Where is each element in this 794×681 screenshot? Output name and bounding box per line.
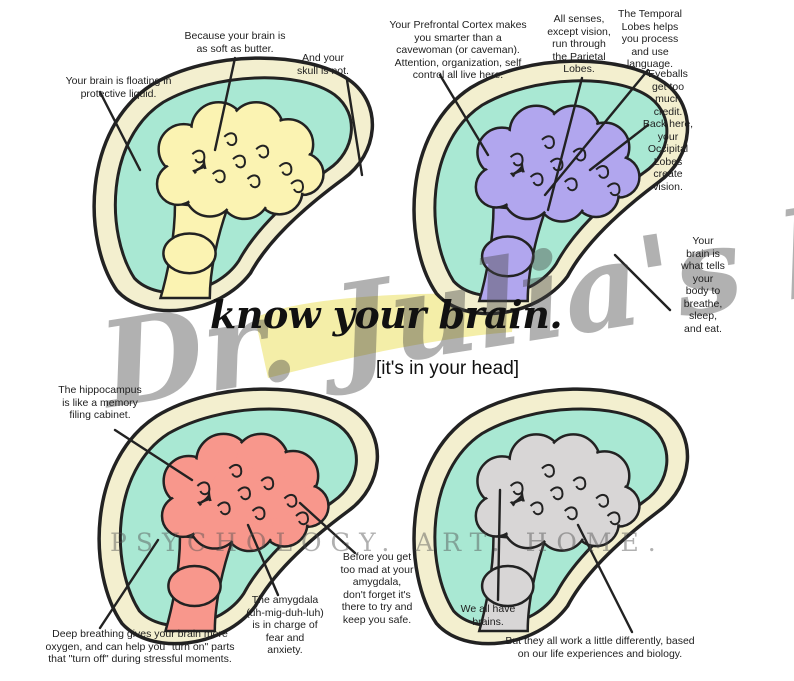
label-skull-not: And your skull is not. [297, 52, 349, 77]
brain-fold [509, 481, 524, 496]
brain-fold [529, 501, 544, 516]
cerebrum [155, 101, 325, 221]
subtitle: [it's in your head] [376, 358, 520, 379]
cerebellum [480, 564, 535, 608]
label-amygdala: The amygdala (uh-mig-duh-luh) is in char… [246, 594, 324, 656]
title-highlight [255, 293, 515, 378]
pointer-prefrontal [438, 73, 490, 157]
label-amygdala-safe: Before you get too mad at your amygdala,… [340, 551, 414, 626]
brain-fold [251, 506, 266, 521]
brain-fold [606, 511, 621, 526]
brain-fold [260, 476, 275, 491]
pointer-butter [213, 56, 237, 152]
cerebellum [480, 235, 535, 278]
cerebellum [162, 232, 217, 275]
brain-fold [595, 493, 610, 508]
label-hippocampus: The hippocampus is like a memory filing … [58, 384, 142, 421]
brain-fill [164, 497, 202, 535]
brain-fold [509, 152, 524, 167]
label-work-differently: But they all work a little differently, … [505, 635, 695, 660]
label-deep-breathing: Deep breathing gives your brain more oxy… [45, 628, 235, 665]
brain-fold [529, 172, 544, 187]
brain-fold [290, 179, 305, 194]
label-protective-liquid: Your brain is floating in protective liq… [65, 75, 172, 100]
label-prefrontal-cortex: Your Prefrontal Cortex makes you smarter… [389, 19, 527, 81]
pointer-amygdala [246, 523, 280, 597]
brain-fold [232, 154, 247, 169]
brain-fill [159, 165, 197, 203]
pointer-liquid [98, 90, 142, 172]
label-occipital-lobes: Eyeballs get too much credit. Back here,… [642, 68, 694, 193]
brain-fold [211, 169, 226, 184]
brain-fold [295, 511, 310, 526]
brain-fold [572, 147, 587, 162]
pointer-deep-breathing [98, 538, 160, 630]
label-soft-as-butter: Because your brain is as soft as butter. [184, 30, 286, 55]
brain-fold [606, 182, 621, 197]
brain-fold [564, 177, 578, 192]
cerebellum [167, 564, 222, 608]
pointer-hippocampus [113, 428, 194, 482]
brain-fold [278, 162, 293, 176]
panel-yellow-brain [92, 56, 374, 313]
brain-fill [478, 497, 515, 535]
pointer-occipital [588, 123, 650, 172]
pointer-brain-stem [613, 253, 672, 312]
brain-fold [541, 135, 555, 149]
brain-fold [549, 157, 564, 172]
pointer-work-differently [576, 523, 634, 634]
brain-fold [564, 506, 578, 521]
brain-fold [196, 481, 211, 496]
brain-fold [216, 501, 231, 516]
brain-fold [237, 486, 252, 501]
brain-fold [246, 174, 261, 189]
brain-fold [228, 463, 243, 478]
pointer-temporal [543, 68, 650, 197]
pointer-skull [345, 78, 364, 177]
brain-fold [595, 165, 610, 179]
panel-gray-brain [412, 387, 690, 646]
brain-fold [541, 463, 555, 478]
label-we-all-have-brains: We all have brains. [460, 603, 516, 628]
pointer-we-all [496, 488, 502, 602]
panel-red-brain [97, 387, 379, 646]
label-parietal-lobes: All senses, except vision, run through t… [547, 13, 611, 75]
brain-fill [478, 168, 515, 206]
brain-fold [572, 476, 587, 491]
brain-fold [191, 149, 206, 164]
brain-fold [283, 493, 298, 508]
label-temporal-lobes: The Temporal Lobes helps you process and… [617, 8, 682, 70]
pointer-parietal [546, 76, 584, 212]
brain-fold [549, 486, 564, 501]
pointer-amygdala-safe [298, 501, 357, 555]
brain-fold [255, 144, 270, 159]
brain-fold [223, 132, 238, 146]
cerebrum [474, 433, 641, 552]
label-brain-stem: Your brain is what tells your body to br… [681, 235, 725, 335]
title: know your brain. [210, 292, 563, 337]
